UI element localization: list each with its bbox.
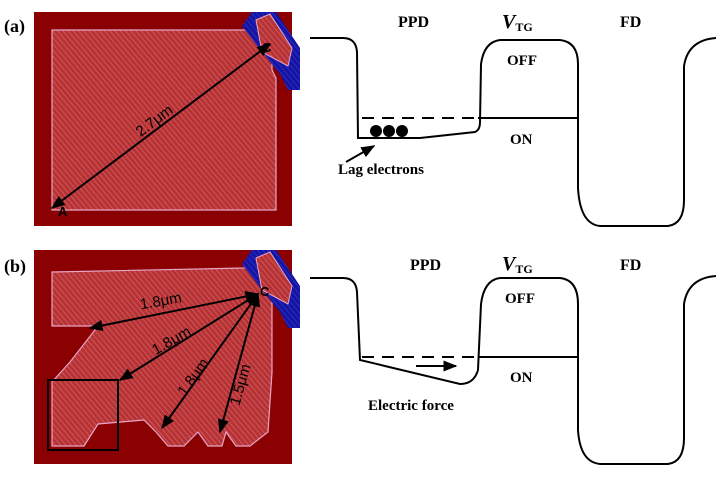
- lag-annotation-arrow: [345, 145, 376, 163]
- lag-electrons-label: Lag electrons: [338, 162, 424, 178]
- panel-b-label: (b): [4, 256, 26, 277]
- lag-electron-2: [383, 125, 395, 137]
- point-c-label-a: C: [262, 40, 272, 55]
- off-label-a: OFF: [507, 53, 537, 69]
- panel-b-layout: 1.8μm 1.8μm 1.8μm 1.5μm C: [34, 250, 300, 464]
- gate-overlap-b: [255, 251, 293, 305]
- on-label-a: ON: [510, 132, 533, 148]
- on-label-b: ON: [510, 370, 533, 386]
- vtg-label-a: VTG: [502, 11, 533, 34]
- vtg-label-b: VTG: [502, 253, 533, 276]
- panel-a-potential: Lag electrons PPD VTG FD OFF ON: [310, 11, 716, 227]
- distance-arrow-a: [50, 43, 272, 209]
- off-label-b: OFF: [505, 291, 535, 307]
- highlight-box-b: [47, 379, 119, 451]
- distance-arrow-b4: [217, 292, 261, 434]
- ppd-well-left-wall-a: [310, 37, 360, 139]
- panel-a-label: (a): [4, 16, 25, 37]
- panel-a-layout: 2.7μm A C: [34, 12, 300, 226]
- point-a-label: A: [58, 204, 68, 219]
- lag-electron-3: [396, 125, 408, 137]
- fd-label-b: FD: [620, 257, 641, 274]
- potential-profile-off-b: [310, 275, 716, 465]
- ppd-label-b: PPD: [410, 257, 441, 274]
- ppd-label-a: PPD: [398, 14, 429, 31]
- electric-force-label: Electric force: [368, 398, 454, 414]
- potential-profile-off-a: [358, 37, 716, 227]
- fd-label-a: FD: [620, 14, 641, 31]
- panel-b-potential: Electric force PPD VTG FD OFF ON: [310, 253, 716, 465]
- lag-electron-1: [370, 125, 382, 137]
- point-c-label-b: C: [260, 284, 270, 299]
